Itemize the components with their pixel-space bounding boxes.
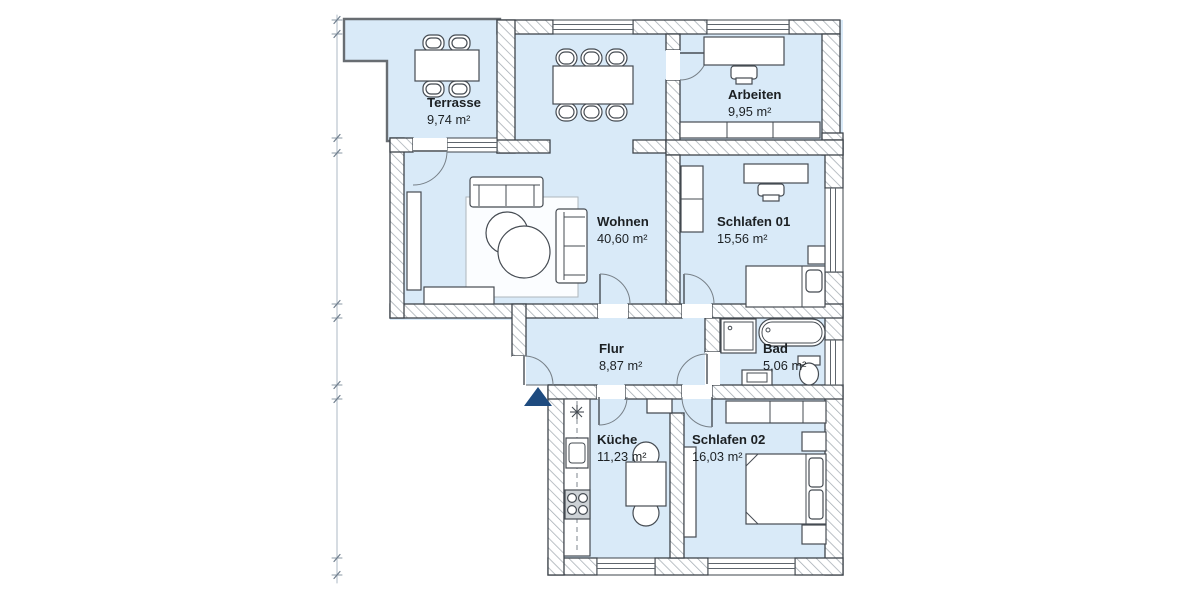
sofa-top <box>469 176 544 208</box>
kueche-furniture <box>563 398 667 557</box>
kitchen-sink <box>565 437 589 469</box>
label-kueche: Küche <box>597 432 637 447</box>
arbeiten-furniture <box>679 36 821 139</box>
sofa-right <box>555 208 588 284</box>
label-schlafen02: Schlafen 02 <box>692 432 765 447</box>
area-flur: 8,87 m² <box>599 358 643 373</box>
coffee-table-2 <box>497 225 551 279</box>
window-dining <box>552 19 634 35</box>
terrace-table <box>414 49 480 82</box>
door-dining-arbeiten <box>666 50 708 81</box>
area-wohnen: 40,60 m² <box>597 231 648 246</box>
door-flur-schlafen02 <box>681 385 713 428</box>
stove <box>564 489 591 520</box>
bathtub <box>758 318 826 347</box>
toilet <box>797 355 821 386</box>
area-kueche: 11,23 m² <box>597 449 647 464</box>
label-flur: Flur <box>599 341 624 356</box>
door-flur-bad <box>676 352 720 385</box>
dining-table <box>552 65 634 105</box>
wardrobe <box>725 400 827 424</box>
nightstand <box>801 524 827 545</box>
window-kueche <box>596 557 656 576</box>
entrance-arrow-icon <box>524 387 552 406</box>
tv-board <box>406 191 422 291</box>
area-bad: 5,06 m² <box>763 358 807 373</box>
schlafen01-furniture <box>680 163 826 308</box>
windows <box>446 19 844 576</box>
window-bad <box>824 339 844 386</box>
window-terrasse-wohnen <box>446 137 498 153</box>
area-schlafen01: 15,56 m² <box>717 231 768 246</box>
nightstand <box>807 245 826 265</box>
window-schlafen02 <box>707 557 796 576</box>
bath-sink <box>741 369 773 386</box>
nightstand <box>801 431 827 452</box>
door-entrance <box>512 355 554 386</box>
single-bed <box>745 265 826 308</box>
dining-furniture <box>552 48 634 122</box>
window-arbeiten <box>706 19 790 35</box>
door-terrasse-wohnen <box>412 138 448 186</box>
room-labels: Terrasse 9,74 m² Arbeiten 9,95 m² Wohnen… <box>427 87 807 464</box>
wohnen-furniture <box>406 176 588 305</box>
door-flur-schlafen01 <box>682 273 715 318</box>
label-bad: Bad <box>763 341 788 356</box>
double-bed <box>745 453 827 525</box>
area-terrasse: 9,74 m² <box>427 112 471 127</box>
desk <box>703 36 785 66</box>
label-terrasse: Terrasse <box>427 95 481 110</box>
lowboard <box>423 286 495 305</box>
terrace-furniture <box>414 34 480 98</box>
bad-fixtures <box>720 318 826 386</box>
appliance-star <box>570 405 584 419</box>
door-flur-kueche <box>597 385 628 426</box>
label-schlafen01: Schlafen 01 <box>717 214 790 229</box>
tall-cabinet <box>683 446 697 538</box>
doors <box>412 50 720 428</box>
door-wohnen-flur <box>598 273 631 318</box>
shaft <box>646 398 673 414</box>
sideboard <box>679 121 821 139</box>
window-schlafen01 <box>824 187 844 273</box>
kitchen-table <box>625 461 667 507</box>
area-arbeiten: 9,95 m² <box>728 104 772 119</box>
walls <box>389 19 844 576</box>
area-schlafen02: 16,03 m² <box>692 449 743 464</box>
shower <box>720 318 757 354</box>
desk <box>743 163 809 184</box>
schlafen02-furniture <box>683 400 827 545</box>
label-arbeiten: Arbeiten <box>728 87 782 102</box>
dimension-ruler <box>331 14 343 584</box>
desk-chair <box>730 65 758 80</box>
label-wohnen: Wohnen <box>597 214 649 229</box>
